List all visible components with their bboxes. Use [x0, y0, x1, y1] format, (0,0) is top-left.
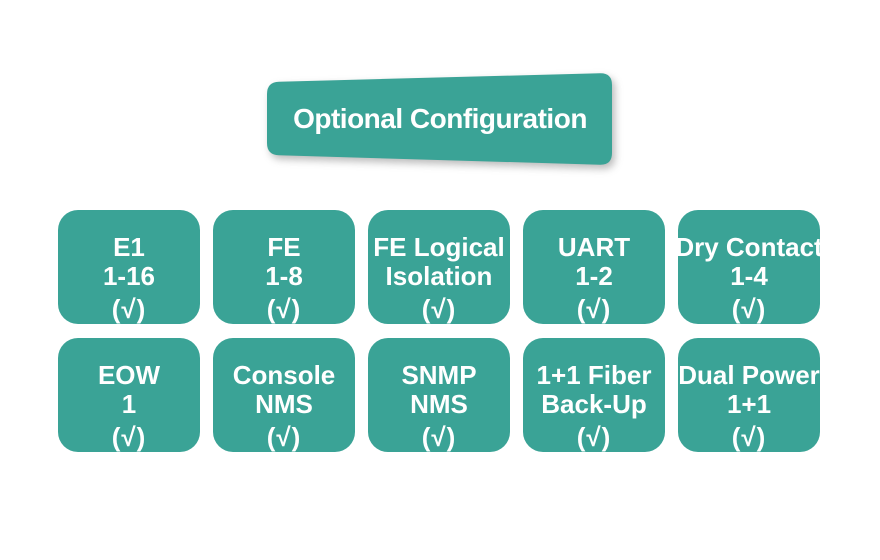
card-label-line: NMS — [255, 389, 313, 419]
diagram-title: Optional Configuration — [293, 102, 587, 134]
availability-check-mark: (√) — [731, 422, 767, 452]
card-label-line: 1+1 Fiber — [536, 360, 652, 390]
card-label-line: Isolation — [385, 261, 493, 291]
card-label-line: SNMP — [401, 360, 477, 390]
card-label-line: FE — [267, 232, 301, 262]
card-label-line: Dual Power — [678, 360, 820, 390]
card-label-line: 1-4 — [730, 261, 768, 291]
card-label-line: 1-2 — [575, 261, 613, 291]
availability-check-mark: (√) — [731, 294, 767, 324]
availability-check-mark: (√) — [111, 294, 147, 324]
card-label-line: EOW — [97, 360, 161, 390]
card-label-line: FE Logical — [373, 232, 505, 262]
card-label-line: NMS — [410, 389, 468, 419]
title-banner: Optional Configuration — [256, 58, 624, 174]
card-label-line: 1-8 — [265, 261, 303, 291]
card-label-line: Console — [232, 360, 336, 390]
card-label-line: Dry Contact — [675, 232, 823, 262]
availability-check-mark: (√) — [421, 422, 457, 452]
availability-check-mark: (√) — [111, 422, 147, 452]
card-label-line: 1+1 — [726, 389, 772, 419]
card-label-line: E1 — [113, 232, 145, 262]
availability-check-mark: (√) — [576, 422, 612, 452]
availability-check-mark: (√) — [421, 294, 457, 324]
banner-trapezoid-shape — [267, 73, 612, 165]
card-label-line: 1 — [121, 389, 137, 419]
card-label-line: 1-16 — [102, 261, 156, 291]
availability-check-mark: (√) — [266, 294, 302, 324]
card-label-line: Back-Up — [541, 389, 647, 419]
availability-check-mark: (√) — [576, 294, 612, 324]
card-label-line: UART — [557, 232, 631, 262]
availability-check-mark: (√) — [266, 422, 302, 452]
